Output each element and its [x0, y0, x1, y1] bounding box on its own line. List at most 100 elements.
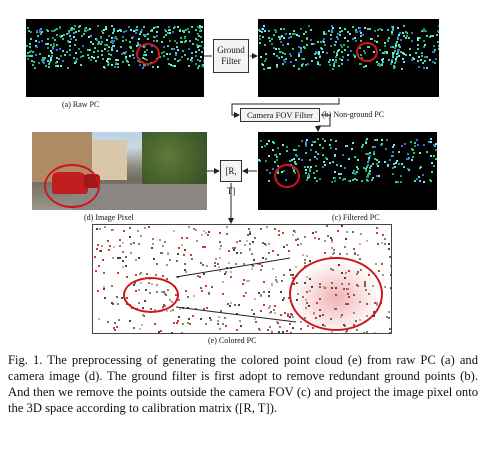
point	[387, 40, 390, 43]
point	[322, 41, 325, 44]
point	[312, 140, 315, 143]
point	[277, 36, 280, 39]
point	[275, 281, 278, 283]
point	[111, 64, 114, 66]
point	[419, 37, 422, 39]
point	[392, 163, 395, 166]
point	[166, 31, 169, 34]
zoom-circle	[289, 257, 383, 331]
point	[305, 145, 308, 148]
point	[269, 67, 272, 69]
point	[392, 54, 395, 56]
point	[418, 175, 421, 178]
point	[331, 238, 334, 241]
point	[136, 28, 139, 31]
point	[199, 26, 202, 29]
point	[91, 43, 94, 46]
point	[130, 242, 133, 245]
point	[125, 265, 127, 267]
point	[434, 157, 437, 160]
point	[113, 328, 116, 331]
point	[331, 26, 334, 29]
point	[57, 65, 60, 68]
point	[396, 53, 399, 56]
point	[420, 165, 423, 168]
point	[26, 51, 29, 54]
point	[163, 50, 166, 53]
ground-filter-line2: Filter	[221, 56, 241, 66]
point	[372, 151, 375, 154]
point	[48, 61, 51, 64]
point	[93, 47, 96, 50]
point	[147, 225, 150, 228]
point	[357, 27, 360, 30]
point	[310, 43, 313, 46]
point	[180, 237, 183, 240]
point	[112, 42, 115, 45]
point	[39, 28, 42, 31]
point	[87, 28, 90, 31]
point	[49, 58, 52, 61]
point	[89, 48, 92, 51]
point	[221, 281, 224, 284]
point	[329, 147, 332, 150]
point	[101, 29, 104, 32]
point	[404, 30, 407, 33]
point	[265, 143, 268, 146]
point	[314, 165, 317, 168]
point	[271, 282, 274, 285]
point	[124, 256, 127, 259]
point	[86, 54, 89, 57]
point	[109, 41, 112, 44]
point	[369, 165, 372, 168]
point	[391, 151, 394, 153]
point	[412, 148, 415, 151]
point	[422, 39, 425, 42]
point	[201, 234, 204, 237]
point	[117, 66, 120, 69]
point	[389, 287, 391, 290]
point	[403, 53, 406, 56]
point	[305, 151, 308, 154]
point	[285, 244, 288, 247]
point	[225, 232, 228, 235]
point	[125, 30, 127, 33]
point	[430, 138, 433, 141]
point	[115, 49, 118, 52]
point	[279, 35, 282, 38]
point	[361, 146, 364, 149]
point	[121, 61, 124, 63]
point	[335, 56, 338, 59]
point	[177, 320, 180, 323]
point	[181, 41, 184, 44]
point	[156, 26, 159, 29]
point	[294, 230, 297, 233]
point	[317, 138, 320, 141]
point	[49, 50, 52, 53]
point	[155, 262, 158, 265]
point	[403, 25, 406, 28]
point	[284, 60, 287, 63]
point	[274, 227, 276, 230]
point	[116, 326, 119, 329]
point	[114, 332, 117, 333]
point	[111, 49, 114, 52]
point	[205, 285, 208, 288]
point	[270, 38, 273, 40]
point	[392, 26, 395, 29]
point	[160, 41, 163, 44]
point	[393, 49, 396, 52]
point	[384, 45, 387, 48]
point	[166, 263, 169, 266]
point	[138, 37, 141, 40]
point	[66, 40, 69, 43]
point	[298, 46, 301, 49]
point	[275, 158, 278, 161]
point	[338, 177, 341, 180]
point	[46, 47, 49, 50]
point	[166, 45, 169, 47]
point	[379, 143, 382, 146]
point	[88, 36, 90, 38]
point	[346, 58, 349, 61]
point	[310, 38, 312, 41]
